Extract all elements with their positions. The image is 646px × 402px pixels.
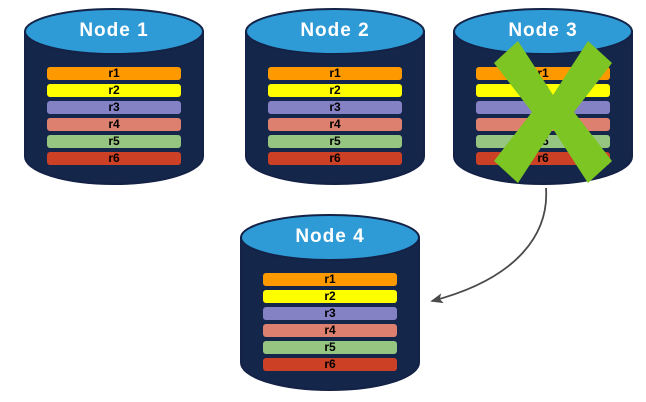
data-row-label: r4 xyxy=(108,116,120,131)
data-row-r5[interactable]: r5 xyxy=(47,133,181,148)
data-row-r3[interactable]: r3 xyxy=(47,99,181,114)
cylinder-top xyxy=(453,8,633,55)
data-row-r6[interactable]: r6 xyxy=(47,150,181,165)
data-row-label: r4 xyxy=(324,322,336,337)
data-row-label: r2 xyxy=(324,288,336,303)
data-row-label: r1 xyxy=(108,65,120,80)
data-row-label: r2 xyxy=(537,82,549,97)
data-row-r4[interactable]: r4 xyxy=(263,322,397,337)
data-row-r3[interactable]: r3 xyxy=(268,99,402,114)
node-rows: r1 r2 r3 r4 r5 r6 xyxy=(240,271,420,375)
data-row-label: r3 xyxy=(324,305,336,320)
data-row-r4[interactable]: r4 xyxy=(268,116,402,131)
data-row-r1[interactable]: r1 xyxy=(476,65,610,80)
data-row-r5[interactable]: r5 xyxy=(268,133,402,148)
cylinder-top xyxy=(24,8,204,55)
data-row-r6[interactable]: r6 xyxy=(263,356,397,371)
data-row-label: r3 xyxy=(108,99,120,114)
data-row-r1[interactable]: r1 xyxy=(47,65,181,80)
data-row-r2[interactable]: r2 xyxy=(47,82,181,97)
data-row-label: r6 xyxy=(324,356,336,371)
data-row-r2[interactable]: r2 xyxy=(268,82,402,97)
data-row-label: r1 xyxy=(329,65,341,80)
data-row-r5[interactable]: r5 xyxy=(263,339,397,354)
data-row-r2[interactable]: r2 xyxy=(476,82,610,97)
data-row-r6[interactable]: r6 xyxy=(476,150,610,165)
cylinder-top xyxy=(240,214,420,261)
data-row-label: r2 xyxy=(329,82,341,97)
data-row-label: r3 xyxy=(537,99,549,114)
data-row-label: r5 xyxy=(537,133,549,148)
data-row-label: r1 xyxy=(324,271,336,286)
data-row-r4[interactable]: r4 xyxy=(47,116,181,131)
data-row-label: r4 xyxy=(329,116,341,131)
data-row-r3[interactable]: r3 xyxy=(263,305,397,320)
data-row-label: r3 xyxy=(329,99,341,114)
data-row-label: r5 xyxy=(324,339,336,354)
data-row-label: r4 xyxy=(537,116,549,131)
data-row-label: r1 xyxy=(537,65,549,80)
data-row-r4[interactable]: r4 xyxy=(476,116,610,131)
data-row-r3[interactable]: r3 xyxy=(476,99,610,114)
node-rows: r1 r2 r3 r4 r5 r6 xyxy=(245,65,425,169)
data-row-r1[interactable]: r1 xyxy=(263,271,397,286)
data-row-label: r6 xyxy=(537,150,549,165)
node-rows: r1 r2 r3 r4 r5 r6 xyxy=(24,65,204,169)
data-row-r5[interactable]: r5 xyxy=(476,133,610,148)
failover-arrow xyxy=(430,187,548,304)
data-row-r2[interactable]: r2 xyxy=(263,288,397,303)
data-row-label: r6 xyxy=(108,150,120,165)
data-row-r6[interactable]: r6 xyxy=(268,150,402,165)
data-row-label: r2 xyxy=(108,82,120,97)
data-row-label: r5 xyxy=(329,133,341,148)
data-row-r1[interactable]: r1 xyxy=(268,65,402,80)
data-row-label: r5 xyxy=(108,133,120,148)
node-rows: r1 r2 r3 r4 r5 r6 xyxy=(453,65,633,169)
data-row-label: r6 xyxy=(329,150,341,165)
cylinder-top xyxy=(245,8,425,55)
